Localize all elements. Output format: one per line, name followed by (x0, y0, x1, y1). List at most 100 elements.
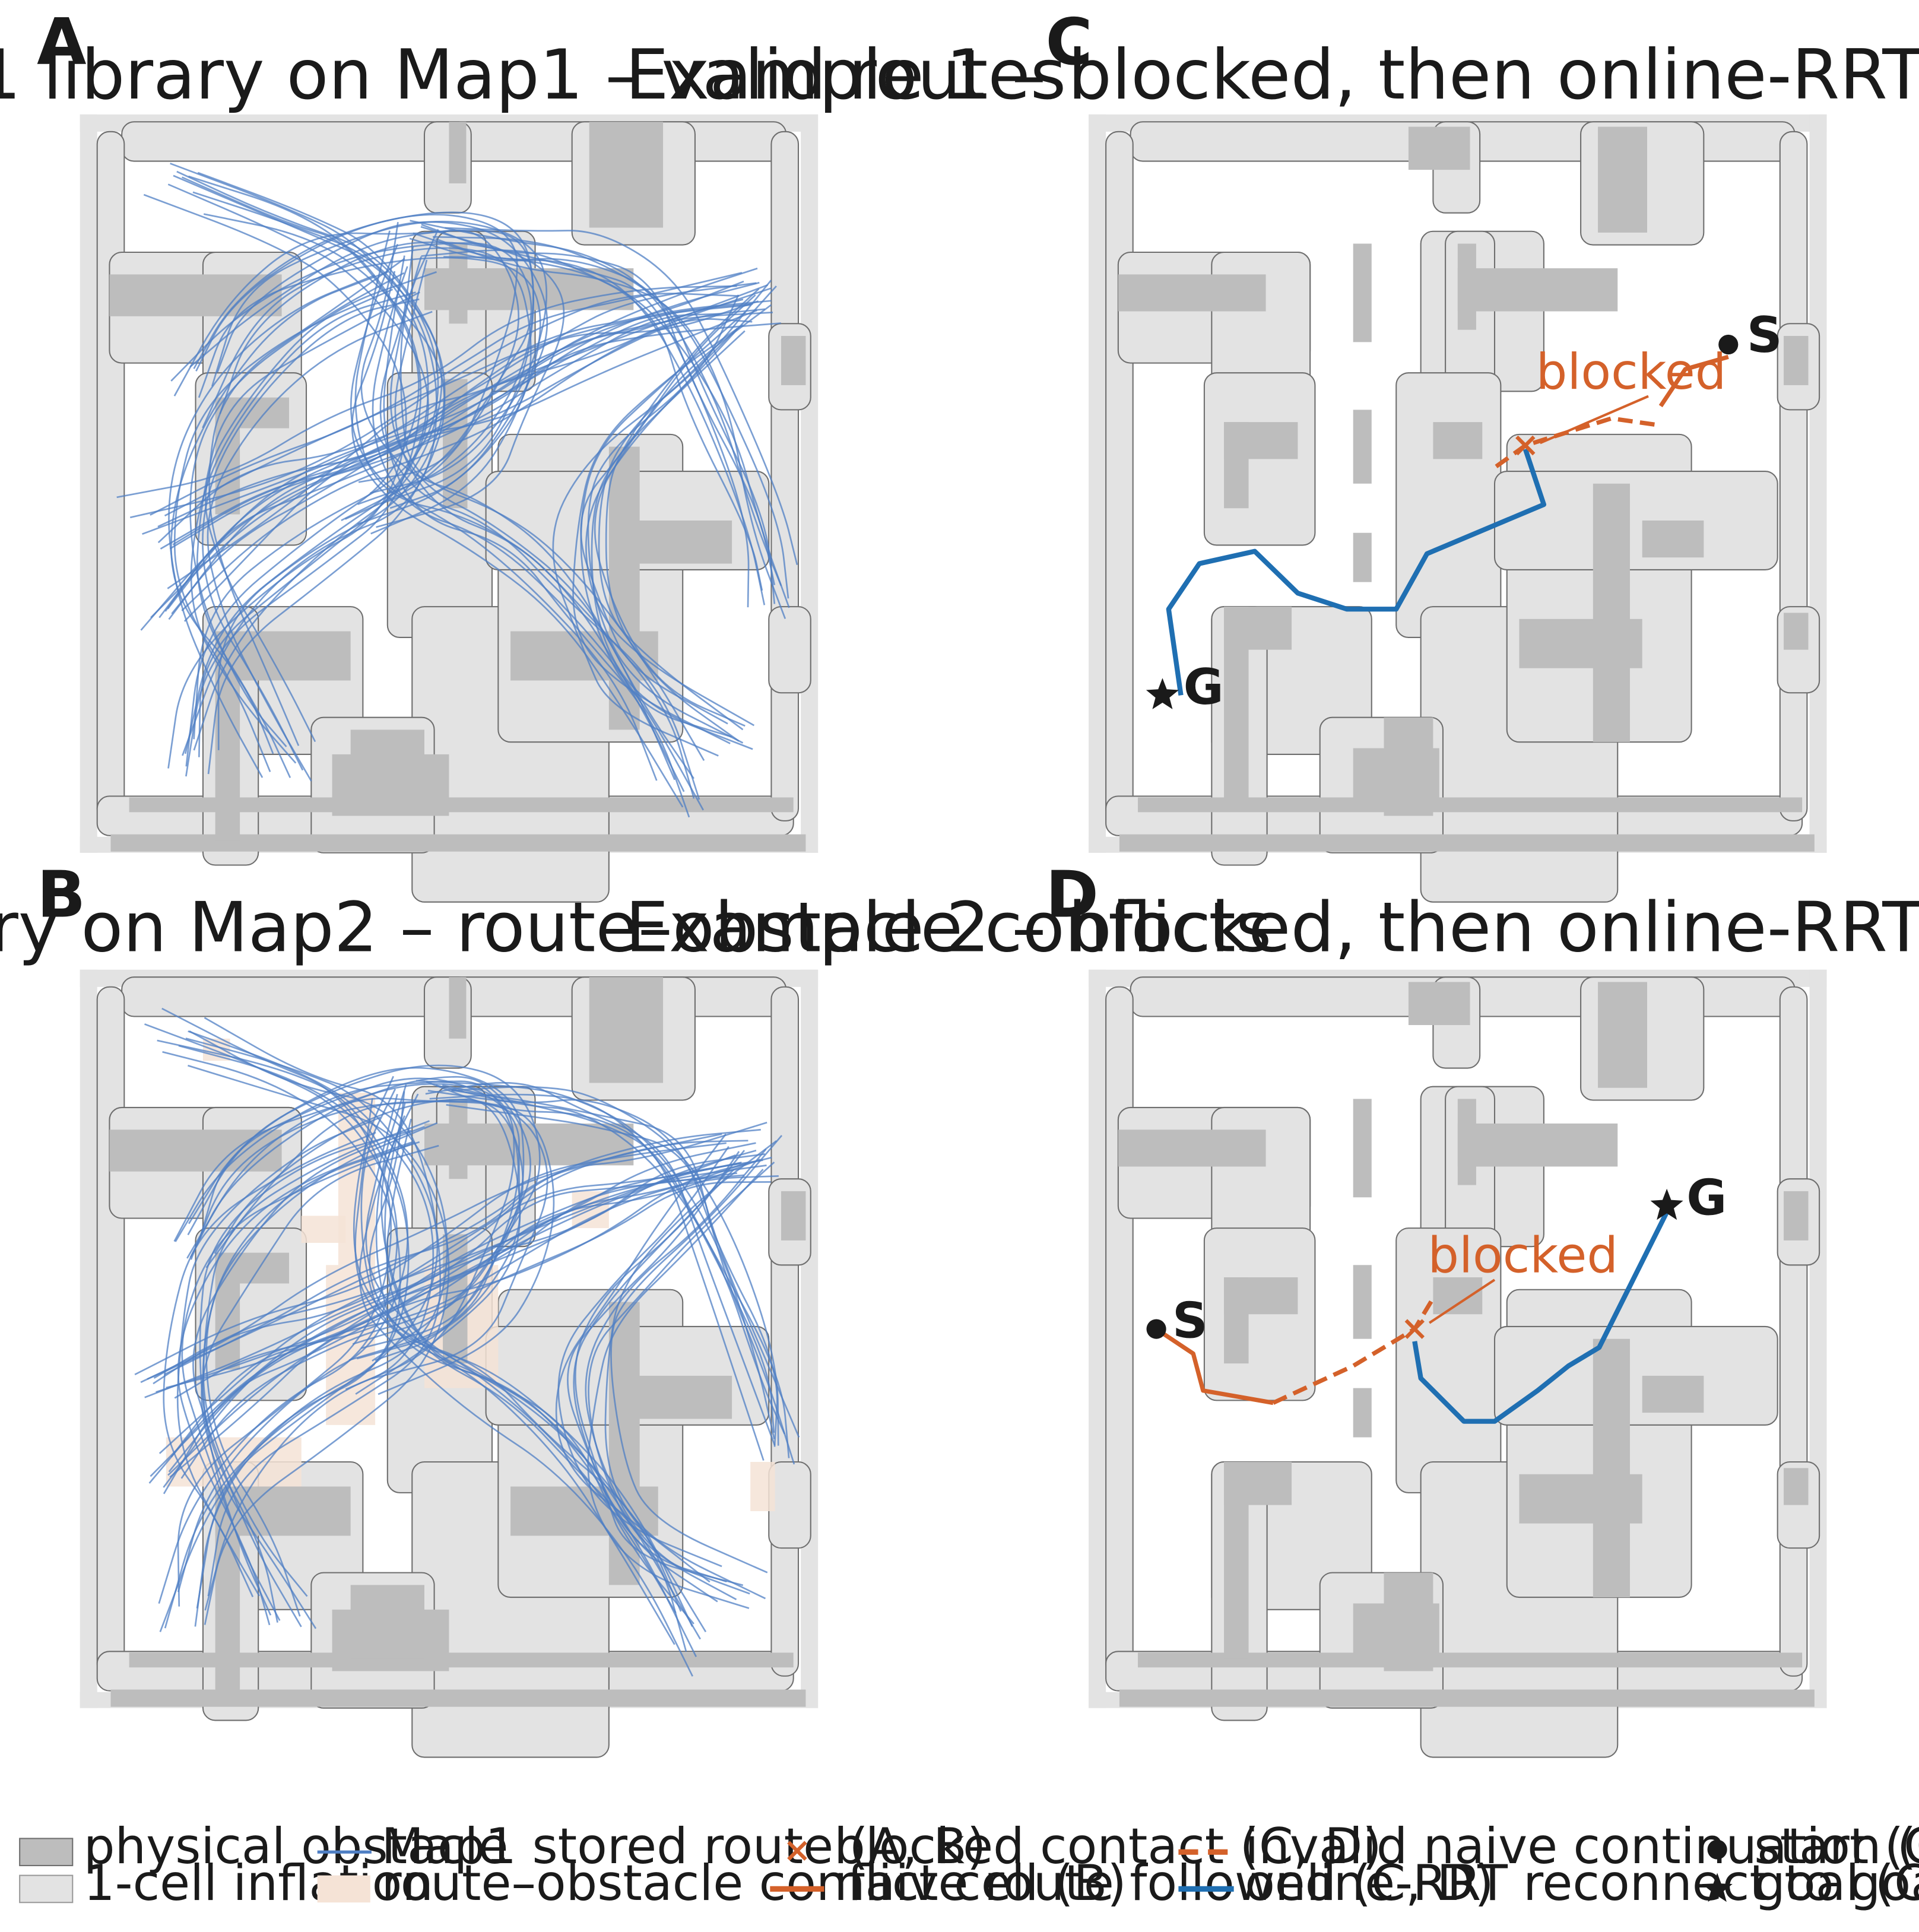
stored-route (591, 330, 753, 750)
physical-obstacle (110, 1689, 806, 1707)
stored-route (201, 1144, 439, 1629)
physical-obstacle (449, 1099, 468, 1179)
physical-obstacle (1408, 982, 1470, 1026)
inflation-zone (1779, 131, 1808, 821)
inflation-zone (1395, 372, 1502, 638)
outer-wall (1089, 114, 1106, 853)
stored-route (183, 309, 757, 622)
inflation-zone (96, 131, 125, 821)
stored-route (205, 271, 437, 743)
stored-route (181, 318, 753, 611)
stored-route (199, 1130, 412, 1616)
stored-route (176, 170, 439, 740)
stored-route (580, 294, 756, 725)
stored-route (186, 1097, 524, 1361)
stored-route (188, 1030, 434, 1611)
stored-route (176, 1116, 381, 1597)
stored-route (205, 1100, 555, 1395)
stored-route (150, 281, 760, 618)
physical-obstacle (1408, 126, 1470, 170)
goal-marker (1650, 1188, 1683, 1220)
inflation-zone (1779, 986, 1808, 1677)
physical-obstacle (449, 243, 468, 324)
physical-obstacle (1598, 982, 1647, 1088)
stored-route (189, 229, 535, 505)
physical-obstacle (1353, 410, 1372, 484)
stored-route (351, 271, 684, 808)
inflation-zone (1493, 1325, 1778, 1426)
physical-obstacle (1224, 607, 1249, 804)
physical-obstacle (110, 834, 806, 852)
start-label-c: S (1747, 306, 1782, 364)
stored-route (594, 304, 772, 727)
inflation-zone (1493, 471, 1778, 570)
legend-swatch-blocked (787, 1841, 807, 1861)
stored-route (169, 300, 772, 550)
legend-swatch-inflation (19, 1874, 74, 1904)
stored-route (588, 1161, 775, 1595)
stored-route (197, 172, 446, 750)
stored-route (598, 280, 772, 731)
panel-label-b: B (37, 858, 85, 932)
stored-route (169, 1156, 772, 1478)
physical-obstacle (1457, 243, 1476, 330)
stored-route (421, 224, 776, 585)
stored-routes-b (134, 1007, 800, 1677)
inflation-zone (770, 986, 800, 1677)
goal-label-d: G (1686, 1169, 1727, 1226)
stored-route (572, 324, 744, 744)
legend-label-rrt: online-RRT reconnect to goal (C, D) (1245, 1854, 1919, 1912)
stored-route (195, 214, 518, 483)
stored-routes-a (116, 163, 798, 818)
outer-wall (80, 969, 97, 1708)
stored-route (413, 232, 776, 604)
stored-route (173, 1076, 531, 1361)
stored-route (552, 328, 738, 757)
stored-route (445, 227, 798, 565)
physical-obstacle (1118, 1130, 1266, 1167)
map-panel-a (80, 114, 819, 903)
stored-route (180, 1181, 771, 1479)
panel-title-c: Example 1 – blocked, then online-RRT rec… (625, 35, 1919, 115)
stored-route (157, 282, 757, 544)
legend-label-stored-route: Map1 stored route (A, B) (381, 1817, 986, 1875)
stored-route (181, 176, 420, 767)
physical-obstacle (449, 977, 467, 1039)
physical-obstacle (1353, 1265, 1372, 1339)
physical-obstacle (1224, 1277, 1249, 1364)
stored-route (167, 1153, 766, 1476)
panel-title-a: Map1 library on Map1 – valid routes (0, 35, 1066, 115)
physical-obstacle (1642, 1375, 1704, 1413)
physical-obstacle (1593, 483, 1630, 743)
stored-route (451, 1089, 800, 1438)
physical-obstacle (1433, 422, 1483, 459)
stored-route (202, 247, 532, 525)
physical-obstacle (1457, 1123, 1618, 1167)
inflation-zone (202, 1106, 302, 1244)
inflation-zone (768, 1461, 811, 1549)
goal-marker (1146, 678, 1179, 709)
physical-obstacle (1457, 268, 1618, 312)
inflation-zone (768, 606, 811, 694)
stored-route (605, 288, 760, 742)
physical-obstacle (1119, 834, 1815, 852)
physical-obstacle (589, 977, 664, 1083)
conflict-cell (301, 1216, 346, 1243)
goal-label-c: G (1184, 658, 1224, 716)
blocked-leader-c (1539, 395, 1649, 445)
physical-obstacle (1353, 243, 1372, 342)
inflation-zone (770, 131, 800, 821)
physical-obstacle (781, 335, 806, 385)
inflation-zone (1105, 131, 1134, 821)
stored-route (170, 1159, 763, 1458)
naive-route (1155, 1327, 1274, 1406)
physical-obstacle (1384, 1572, 1433, 1671)
outer-wall (1809, 969, 1827, 1708)
invalid-continuation (1272, 1297, 1435, 1405)
stored-route (158, 1162, 742, 1454)
rrt-reconnect (1412, 1211, 1669, 1424)
legend-swatch-conflict (317, 1875, 370, 1903)
start-label-d: S (1172, 1292, 1208, 1350)
stored-route (167, 267, 758, 589)
